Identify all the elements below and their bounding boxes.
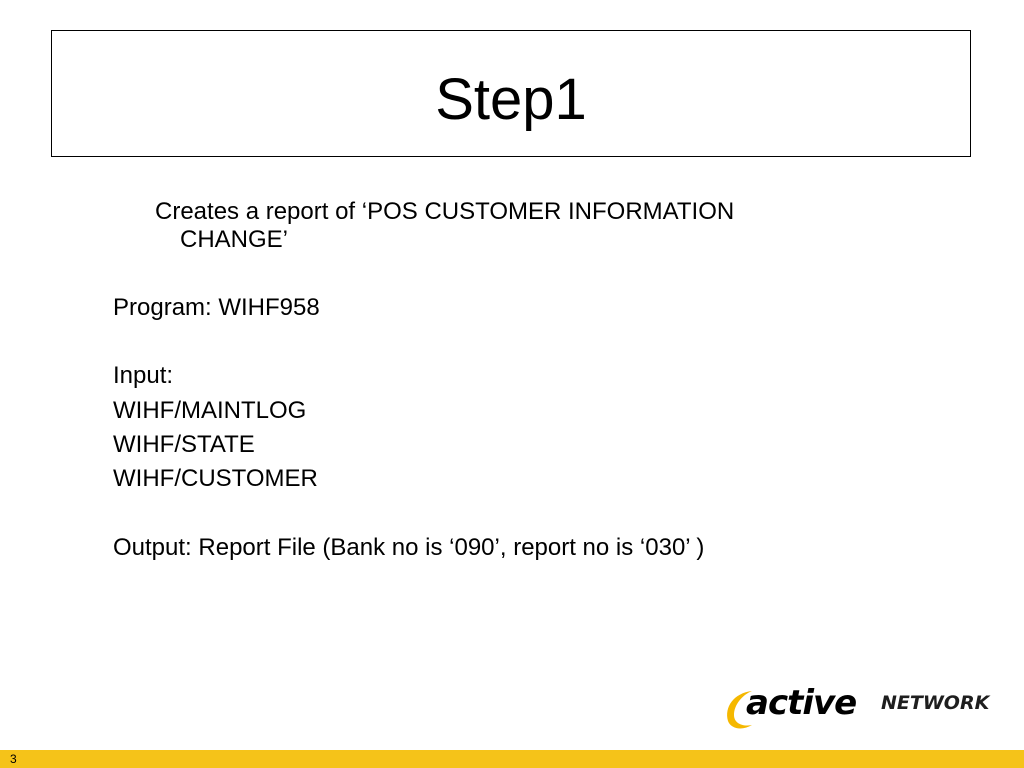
title-box: Step1 [51,30,971,157]
swoosh-icon [727,691,752,729]
output-line: Output: Report File (Bank no is ‘090’, r… [113,534,705,561]
active-network-logo: active NETWORK [722,683,992,731]
intro-text: Creates a report of ‘POS CUSTOMER INFORM… [155,198,875,254]
slide-title: Step1 [435,67,587,132]
input-item: WIHF/CUSTOMER [113,465,318,492]
logo-word-network: NETWORK [881,692,990,714]
page-number: 3 [10,752,17,766]
input-item: WIHF/MAINTLOG [113,397,307,424]
footer-bar: 3 [0,750,1024,768]
logo-word-active: active [746,683,857,723]
intro-line-1: Creates a report of ‘POS CUSTOMER INFORM… [155,198,735,225]
input-label: Input: [113,362,174,389]
program-line: Program: WIHF958 [113,294,320,321]
intro-line-2: CHANGE’ [180,226,289,253]
input-item: WIHF/STATE [113,431,255,458]
